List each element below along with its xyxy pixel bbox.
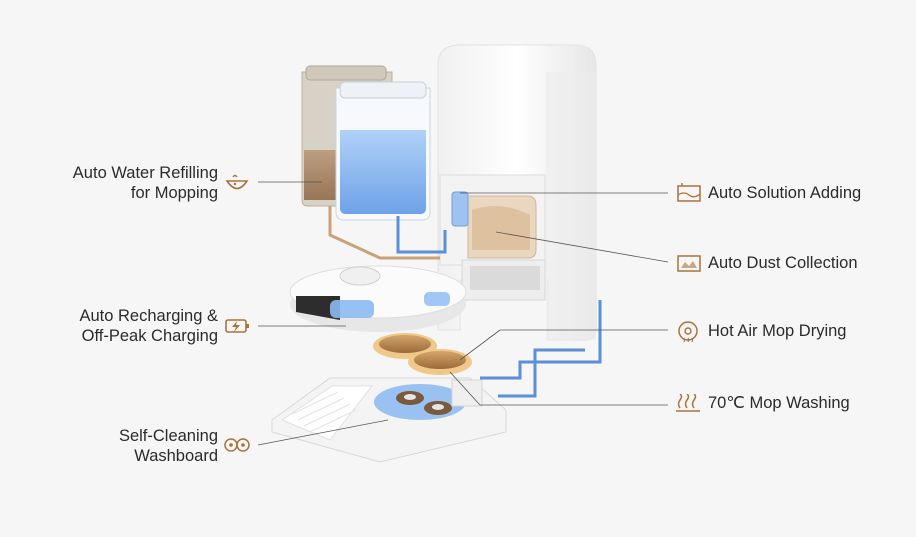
water-bowl-icon — [225, 174, 249, 190]
feature-line: Off-Peak Charging — [81, 327, 218, 345]
feature-line: Self-Cleaning — [118, 427, 218, 445]
feature-line: Auto Dust Collection — [708, 254, 858, 272]
steam-wash-icon — [676, 394, 700, 412]
feature-line: Hot Air Mop Drying — [708, 322, 847, 340]
washboard-tray — [271, 377, 507, 463]
feature-label-auto-water-refilling: Auto Water Refilling for Mopping — [73, 163, 218, 203]
washboard-gears-icon — [224, 438, 250, 452]
feature-line: Auto Recharging & — [79, 307, 218, 325]
feature-label-mop-washing: 70℃ Mop Washing — [708, 393, 850, 413]
feature-line: 70℃ Mop Washing — [708, 394, 850, 412]
solution-tank-icon — [677, 183, 701, 202]
clean-water-tank — [335, 81, 431, 221]
base-station-tower — [437, 44, 597, 341]
robot-vacuum — [289, 265, 467, 332]
hot-air-dryer-icon — [678, 321, 698, 343]
feature-label-auto-recharging: Auto Recharging & Off-Peak Charging — [79, 306, 218, 346]
feature-line: Auto Solution Adding — [708, 184, 862, 202]
feature-label-auto-dust-collection: Auto Dust Collection — [708, 253, 858, 273]
feature-line: Auto Water Refilling — [72, 164, 218, 182]
feature-label-hot-air-mop-drying: Hot Air Mop Drying — [708, 321, 846, 341]
battery-bolt-icon — [225, 319, 249, 333]
feature-line: Washboard — [134, 447, 218, 465]
mop-pads — [373, 333, 472, 375]
leader-lines — [257, 181, 669, 446]
feature-label-self-cleaning-washboard: Self-Cleaning Washboard — [119, 426, 218, 466]
feature-line: for Mopping — [130, 184, 218, 202]
feature-label-auto-solution-adding: Auto Solution Adding — [708, 183, 861, 203]
dust-bag-icon — [677, 255, 701, 272]
